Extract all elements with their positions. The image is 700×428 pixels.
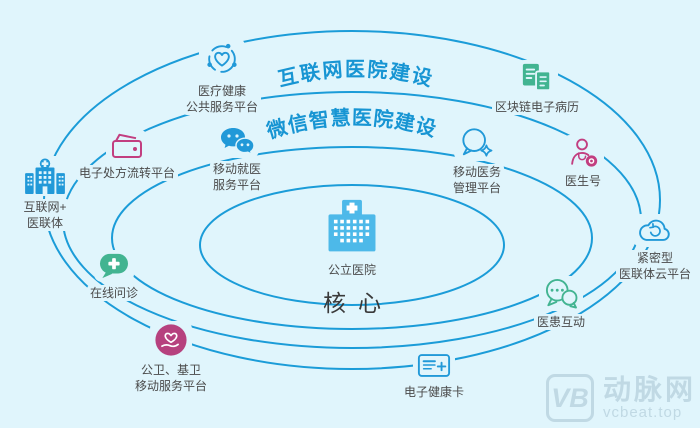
node-e-prescription-platform: 电子处方流转平台 (75, 130, 179, 181)
prescription-wallet-icon (105, 130, 148, 162)
arc-title-wechat-smart-hospital: 微信智慧医院建设 (263, 105, 439, 143)
node-label: 移动医务 管理平台 (449, 164, 505, 196)
health-card-icon (412, 350, 455, 381)
node-label-line1: 在线问诊 (89, 286, 139, 300)
node-internet-alliance: 互联网+ 医联体 (20, 156, 70, 231)
wechat-icon (214, 124, 259, 158)
node-label: 医患互动 (533, 314, 589, 330)
node-label: 公卫、基卫 移动服务平台 (131, 362, 211, 394)
node-label-line2: 服务平台 (212, 178, 262, 192)
node-label-line1: 紧密型 (636, 251, 674, 265)
orbit-ring-inner (199, 184, 505, 306)
node-label-line1: 医生号 (564, 174, 602, 188)
node-label: 区块链电子病历 (491, 99, 583, 115)
hospital-buildings-icon (20, 156, 70, 196)
watermark-url: vcbeat.top (602, 403, 683, 421)
node-label: 在线问诊 (86, 285, 142, 301)
node-health-card: 电子健康卡 (400, 350, 468, 400)
node-label-line1: 医患互动 (536, 315, 586, 329)
doctor-icon (561, 135, 604, 170)
node-label: 医疗健康 公共服务平台 (182, 83, 262, 115)
node-label: 电子健康卡 (400, 384, 468, 400)
watermark-brand: 动脉网 (602, 374, 696, 406)
node-blockchain-emr: 区块链电子病历 (491, 60, 583, 115)
node-label-line2: 医联体云平台 (618, 267, 692, 281)
center-core-title: 核心 (323, 290, 393, 316)
node-public-hospital-core: 公立医院 核心 (311, 197, 393, 318)
node-label: 移动就医 服务平台 (209, 161, 265, 193)
node-label-line1: 互联网+ (23, 200, 67, 214)
blockchain-records-icon (515, 60, 558, 96)
node-cloud-alliance-platform: 紧密型 医联体云平台 (615, 214, 695, 282)
node-label-line1: 移动医务 (452, 165, 502, 179)
node-label-line1: 医疗健康 (197, 84, 247, 98)
node-mobile-care-platform: 移动就医 服务平台 (209, 124, 265, 193)
node-label-line1: 区块链电子病历 (494, 100, 580, 114)
node-label: 电子处方流转平台 (75, 165, 179, 181)
orbit-ring-third (111, 146, 593, 330)
hospital-building-icon (319, 197, 385, 257)
node-patient-interaction: 医患互动 (533, 276, 589, 330)
chat-dots-icon (538, 276, 583, 311)
node-label-line1: 公卫、基卫 (140, 363, 202, 377)
node-doctor-account: 医生号 (561, 135, 605, 189)
heart-hand-icon (149, 321, 192, 359)
node-label-line1: 电子处方流转平台 (78, 166, 176, 180)
node-online-consult: 在线问诊 (86, 250, 142, 301)
vcbeat-logo-icon: VB (545, 374, 594, 422)
heart-network-icon (198, 38, 245, 80)
node-label-line1: 移动就医 (212, 162, 262, 176)
chat-sparkle-icon (453, 125, 500, 161)
cloud-sync-icon (632, 214, 677, 247)
node-label-line1: 电子健康卡 (403, 385, 465, 399)
node-label: 医生号 (561, 173, 605, 189)
arc-title-internet-hospital: 互联网医院建设 (276, 57, 436, 91)
node-mobile-admin-platform: 移动医务 管理平台 (449, 125, 505, 196)
node-label-line2: 移动服务平台 (134, 379, 208, 393)
node-health-service-platform: 医疗健康 公共服务平台 (182, 38, 262, 115)
center-hospital-label: 公立医院 (327, 263, 376, 277)
node-label-line2: 公共服务平台 (185, 100, 259, 114)
node-label: 紧密型 医联体云平台 (615, 250, 695, 282)
chat-plus-icon (93, 250, 134, 282)
node-label: 互联网+ 医联体 (20, 199, 70, 231)
node-label-line2: 医联体 (26, 216, 63, 230)
vcbeat-watermark: VB 动脉网 vcbeat.top (545, 374, 696, 422)
node-public-health-platform: 公卫、基卫 移动服务平台 (131, 321, 211, 394)
node-label-line2: 管理平台 (452, 181, 502, 195)
